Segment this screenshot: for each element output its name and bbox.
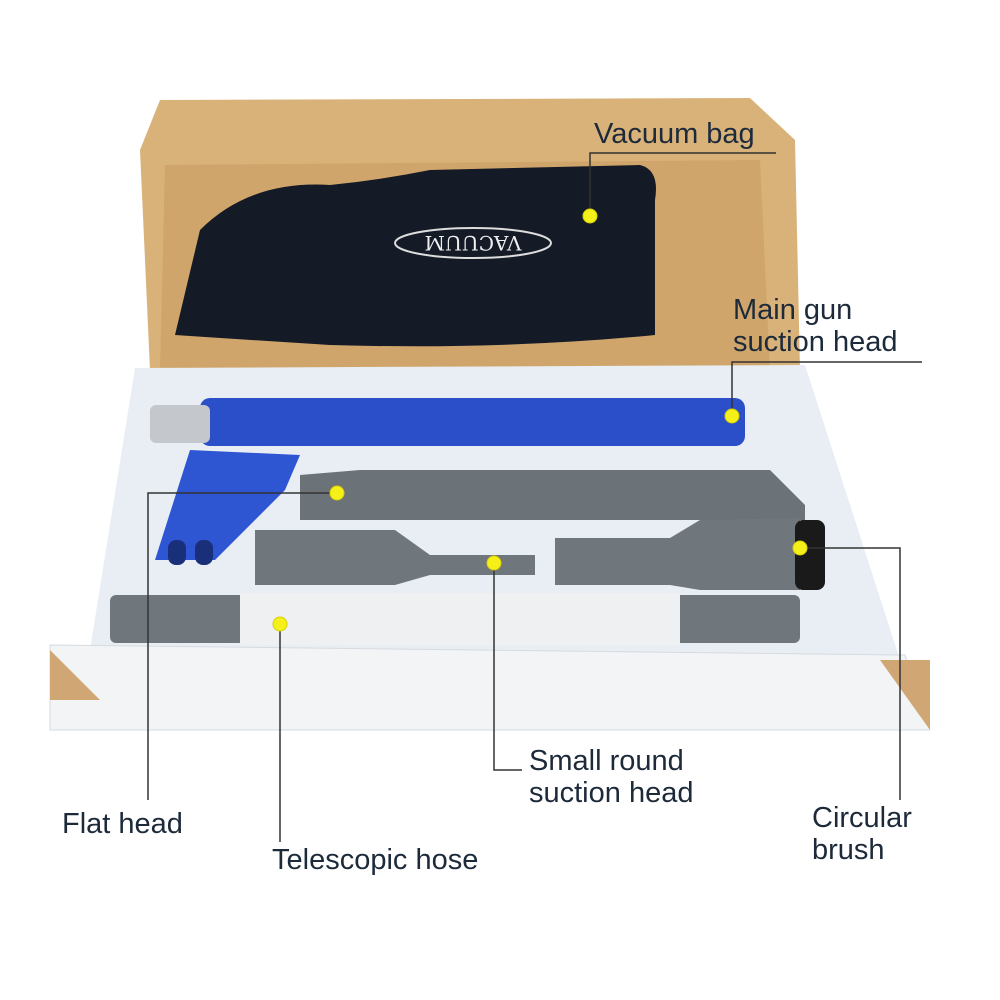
main-gun-barrel [200,398,745,446]
label-small-round-2: suction head [529,777,694,809]
dot-main-gun [724,408,740,424]
label-small-round-1: Small round [529,745,684,777]
bag-logo: VACUUM [394,227,552,259]
label-vacuum-bag: Vacuum bag [594,118,755,150]
small-round-nozzle [255,530,535,585]
flat-head-nozzle [300,470,805,520]
leader-lines [147,152,922,842]
circular-brush [555,518,800,590]
main-gun-handle [155,450,300,560]
dot-circular-brush [792,540,808,556]
label-telescopic-hose: Telescopic hose [272,844,479,876]
box-front [49,644,931,731]
vacuum-bag [175,165,656,347]
label-circular-brush-2: brush [812,834,885,866]
dot-small-round [486,555,502,571]
dot-flat-head [329,485,345,501]
label-flat-head: Flat head [62,808,183,840]
label-main-gun-1: Main gun [733,294,853,326]
label-main-gun-2: suction head [733,326,898,358]
dot-vacuum-bag [582,208,598,224]
callout-dots [272,208,808,632]
bag-logo-text: VACUUM [424,231,522,255]
label-circular-brush-1: Circular [812,802,912,834]
dot-telescopic-hose [272,616,288,632]
